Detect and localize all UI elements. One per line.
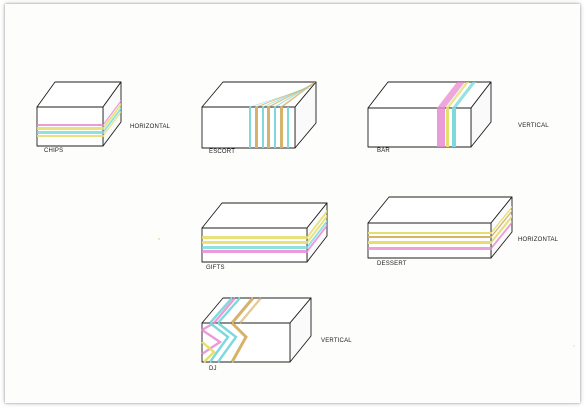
stripe-gold	[280, 82, 316, 107]
paper-speck	[573, 345, 575, 347]
paper-speck	[158, 238, 160, 240]
box-gifts-top	[201, 202, 328, 229]
box-escort-label: ESCORT	[209, 149, 235, 155]
stripe-gold	[230, 321, 248, 363]
box-chips: CHIPS HORIZONTAL	[36, 81, 171, 154]
box-gifts-label: GIFTS	[206, 265, 225, 271]
box-dessert-label: DESSERT	[377, 261, 407, 267]
box-bar-label: BAR	[377, 148, 390, 154]
stripe-yellow	[202, 210, 327, 239]
stripe-yellow	[37, 103, 121, 130]
stripe-gold	[280, 107, 283, 148]
stripe-yellow	[446, 108, 449, 147]
stripe-pink	[201, 297, 236, 332]
box-gifts-front	[201, 227, 308, 263]
box-bar-direction: VERTICAL	[518, 123, 549, 129]
box-chips-stripes	[37, 100, 121, 137]
stripe-cyan	[217, 322, 238, 363]
box-dj-label: DJ	[209, 366, 217, 372]
stripe-cyan	[202, 220, 327, 249]
box-bar-front	[367, 107, 472, 148]
stripe-cyan	[262, 107, 264, 148]
stripe-yellow	[202, 215, 327, 244]
stripe-cyan	[209, 297, 233, 324]
stripe-cyan	[217, 297, 241, 324]
stripe-pink	[368, 221, 512, 250]
box-dessert-top	[367, 196, 513, 224]
box-dj-direction: VERTICAL	[321, 338, 352, 344]
box-bar-stripes	[437, 82, 476, 147]
box-chips-direction: HORIZONTAL	[130, 124, 171, 130]
stripe-pink	[202, 224, 327, 253]
stripe-cyan	[452, 82, 476, 108]
box-gifts-stripes	[202, 210, 327, 253]
stripe-pink	[201, 329, 223, 355]
stripe-cyan	[37, 107, 121, 134]
stripe-gold	[239, 297, 262, 324]
box-chips-label: CHIPS	[44, 148, 63, 154]
box-dj-stripes	[201, 297, 262, 363]
box-gifts: GIFTS	[201, 202, 328, 271]
stripe-yellow	[368, 215, 512, 244]
box-escort-stripes	[249, 82, 316, 148]
stripe-yellow	[201, 341, 216, 363]
stripe-cyan	[209, 322, 230, 363]
box-bar: BAR VERTICAL	[367, 81, 549, 154]
box-dessert-direction: HORIZONTAL	[518, 237, 559, 243]
box-chips-front	[36, 106, 104, 147]
box-escort: ESCORT	[201, 81, 317, 155]
stripe-cyan	[274, 107, 276, 148]
box-dj: DJ VERTICAL	[201, 297, 352, 372]
stripe-pink	[437, 108, 445, 147]
box-dessert: DESSERT HORIZONTAL	[367, 196, 559, 267]
stripe-yellow	[446, 82, 469, 108]
box-dessert-stripes	[368, 206, 512, 250]
stripe-gold	[267, 107, 270, 148]
stripe-cyan	[249, 107, 251, 148]
stripe-gold	[255, 107, 258, 148]
stripe-pink	[437, 82, 465, 108]
stripe-gold	[230, 297, 255, 324]
box-dessert-front	[367, 222, 492, 259]
stripe-cyan	[287, 107, 289, 148]
stripe-cyan	[452, 108, 456, 147]
